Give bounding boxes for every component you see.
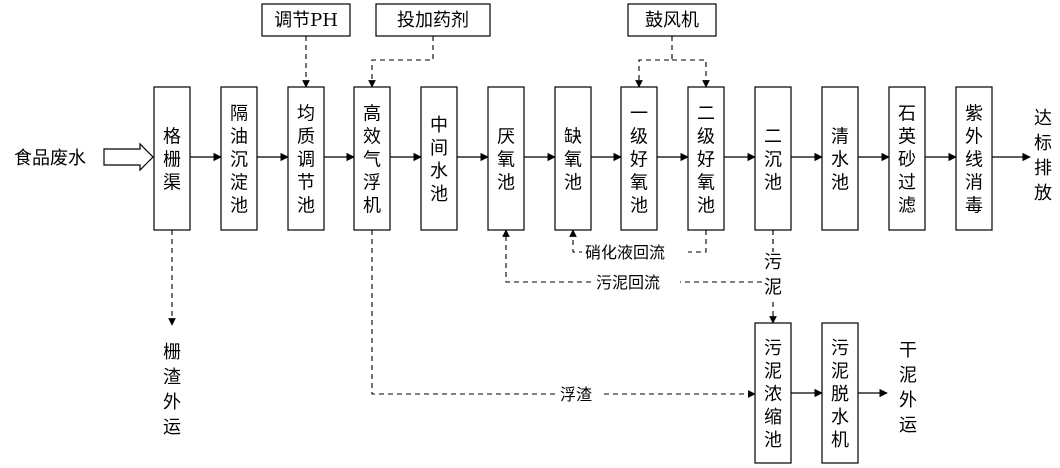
unit-sand-filter-box [888,86,926,231]
unit-dewater-label: 污泥脱水机 [831,338,849,451]
unit-daf-box [353,86,391,231]
scum-label: 浮渣 [560,385,592,404]
unit-anoxic-label: 缺氧池 [564,127,582,194]
sludge-return-line [502,229,774,283]
unit-aerobic-2-label: 二级好氧池 [697,104,715,217]
unit-intermediate-label: 中间水池 [430,115,448,205]
unit-thickener-label: 污泥浓缩池 [764,338,782,451]
flow-labels: 硝化液回流 污泥回流 浮渣 [556,242,688,404]
unit-anoxic-box [554,86,592,231]
unit-oil-sep: 隔油沉淀池 [220,86,258,231]
chemical-dose-line [368,36,434,88]
unit-uv: 紫外线消毒 [955,86,993,231]
unit-dewater-box [821,322,859,464]
unit-equalization-box [287,86,325,231]
input-blower-box [627,3,717,37]
hollow-arrow-icon [103,142,154,172]
unit-aerobic-1-box [620,86,658,231]
unit-secondary-clarifier-label: 二沉池 [764,127,782,194]
input-ph: 调节PH [261,3,351,37]
unit-daf: 高效气浮机 [353,86,391,231]
flow-lines [168,36,1031,398]
unit-sand-filter: 石英砂过滤 [888,86,926,231]
input-blower: 鼓风机 [627,3,717,37]
unit-thickener: 污泥浓缩池 [754,322,792,464]
output-label: 达标排放 [1034,108,1052,204]
input-chemicals-label: 投加药剂 [397,10,469,31]
unit-aerobic-1: 一级好氧池 [620,86,658,231]
air-line-2 [672,59,710,88]
unit-anaerobic-box [487,86,525,231]
unit-dewater: 污泥脱水机 [821,322,859,464]
unit-intermediate: 中间水池 [420,86,458,231]
unit-anoxic: 缺氧池 [554,86,592,231]
input-chemicals-box [375,3,491,37]
unit-uv-label: 紫外线消毒 [965,104,983,217]
unit-clear-water-box [821,86,859,231]
unit-aerobic-2-box [687,86,725,231]
unit-intermediate-box [420,86,458,231]
unit-oil-sep-box [220,86,258,231]
unit-thickener-box [754,322,792,464]
air-line-1 [635,36,673,88]
unit-clear-water: 清水池 [821,86,859,231]
input-blower-label: 鼓风机 [645,10,699,31]
unit-sand-filter-label: 石英砂过滤 [898,104,916,217]
unit-grille-label: 格栅渠 [163,127,181,194]
unit-secondary-clarifier: 二沉池 [754,86,792,231]
sludge-label: 污泥 [764,252,782,298]
unit-clear-water-label: 清水池 [831,127,849,194]
input-ph-label: 调节PH [274,10,338,31]
unit-uv-box [955,86,993,231]
sludge-return-label: 污泥回流 [596,273,660,292]
nitrate-return-label: 硝化液回流 [585,243,665,262]
unit-grille: 格栅渠 [153,86,191,231]
unit-aerobic-2: 二级好氧池 [687,86,725,231]
grit-out-label: 栅渣外运 [163,342,181,438]
unit-anaerobic: 厌氧池 [487,86,525,231]
unit-daf-label: 高效气浮机 [363,104,381,217]
influent: 食品废水 [14,142,154,172]
dry-sludge-out-label: 干泥外运 [899,340,917,436]
unit-aerobic-1-label: 一级好氧池 [630,104,648,217]
unit-grille-box [153,86,191,231]
scum-line [371,230,756,398]
input-chemicals: 投加药剂 [375,3,491,37]
input-ph-box [261,3,351,37]
process-units: 格栅渠 隔油沉淀池 均质调节池 高效气浮机 中间水池 厌氧池 缺氧池 一级好氧池 二级好氧池 二沉… [153,3,1052,464]
input-label: 食品废水 [14,148,86,169]
unit-equalization-label: 均质调节池 [297,104,315,217]
sludge-label-bg [763,252,783,298]
unit-equalization: 均质调节池 [287,86,325,231]
unit-oil-sep-label: 隔油沉淀池 [230,104,248,217]
nitrate-return-line [569,229,707,253]
unit-secondary-clarifier-box [754,86,792,231]
unit-anaerobic-label: 厌氧池 [497,127,515,194]
